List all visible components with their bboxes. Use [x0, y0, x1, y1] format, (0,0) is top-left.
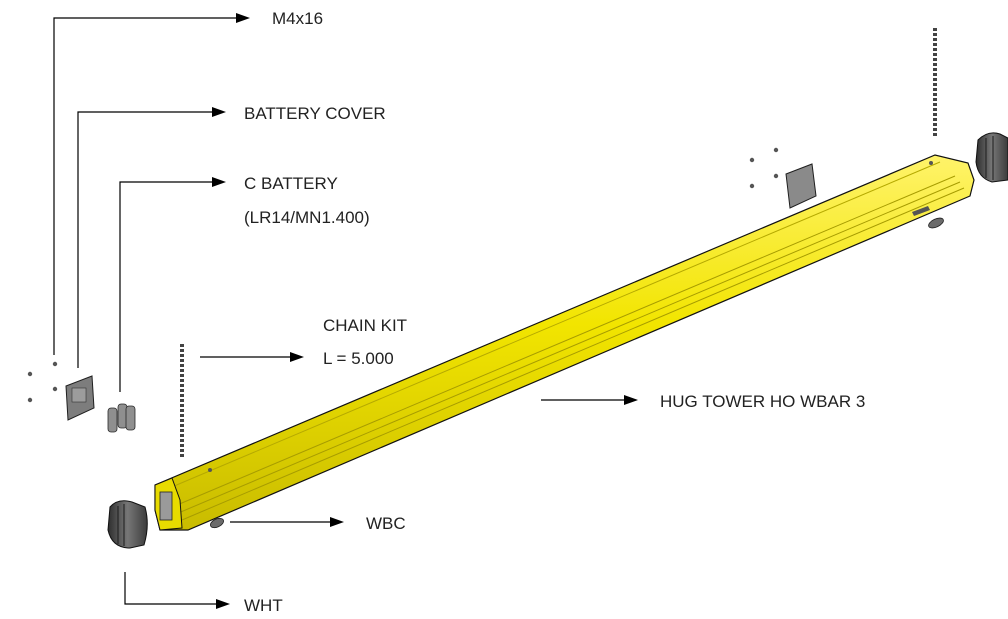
label-battery-cover: BATTERY COVER: [244, 104, 386, 123]
leader-wbc: [230, 517, 344, 527]
bar-hole-left: [208, 468, 212, 472]
wbc-clip-left: [210, 517, 224, 529]
label-chain-kit-line2: L = 5.000: [323, 349, 394, 368]
wbc-clip-right: [928, 217, 944, 229]
label-wht: WHT: [244, 596, 283, 615]
leader-bar: [541, 395, 638, 405]
screws-left: [27, 361, 58, 403]
end-cap-right: [975, 132, 1008, 183]
bar-slot-right: [912, 206, 930, 216]
battery-cover-right: [785, 163, 817, 209]
bar-groove-3: [181, 187, 965, 521]
label-c-battery-line1: C BATTERY: [244, 174, 338, 193]
bar-groove-1: [169, 175, 956, 509]
leader-chain-kit: [200, 352, 304, 362]
screws-right: [749, 147, 779, 189]
c-batteries: [107, 403, 136, 433]
battery-cover-left-boss: [71, 387, 87, 403]
bar-end-insert: [159, 491, 173, 521]
hug-tower-bar: [154, 154, 975, 531]
leader-wht: [124, 572, 230, 609]
label-chain-kit-line1: CHAIN KIT: [323, 316, 407, 335]
label-bar: HUG TOWER HO WBAR 3: [660, 392, 865, 411]
leader-m4x16: [53, 13, 250, 355]
label-c-battery-line2: (LR14/MN1.400): [244, 208, 370, 227]
bar-groove-2: [175, 181, 961, 515]
bar-groove-top: [159, 161, 941, 493]
label-m4x16: M4x16: [272, 9, 323, 28]
bar-hole-right: [929, 161, 933, 165]
label-wbc: WBC: [366, 514, 406, 533]
leader-battery-cover: [77, 107, 226, 368]
end-cap-left: [107, 500, 148, 549]
leader-c-battery: [119, 177, 226, 392]
